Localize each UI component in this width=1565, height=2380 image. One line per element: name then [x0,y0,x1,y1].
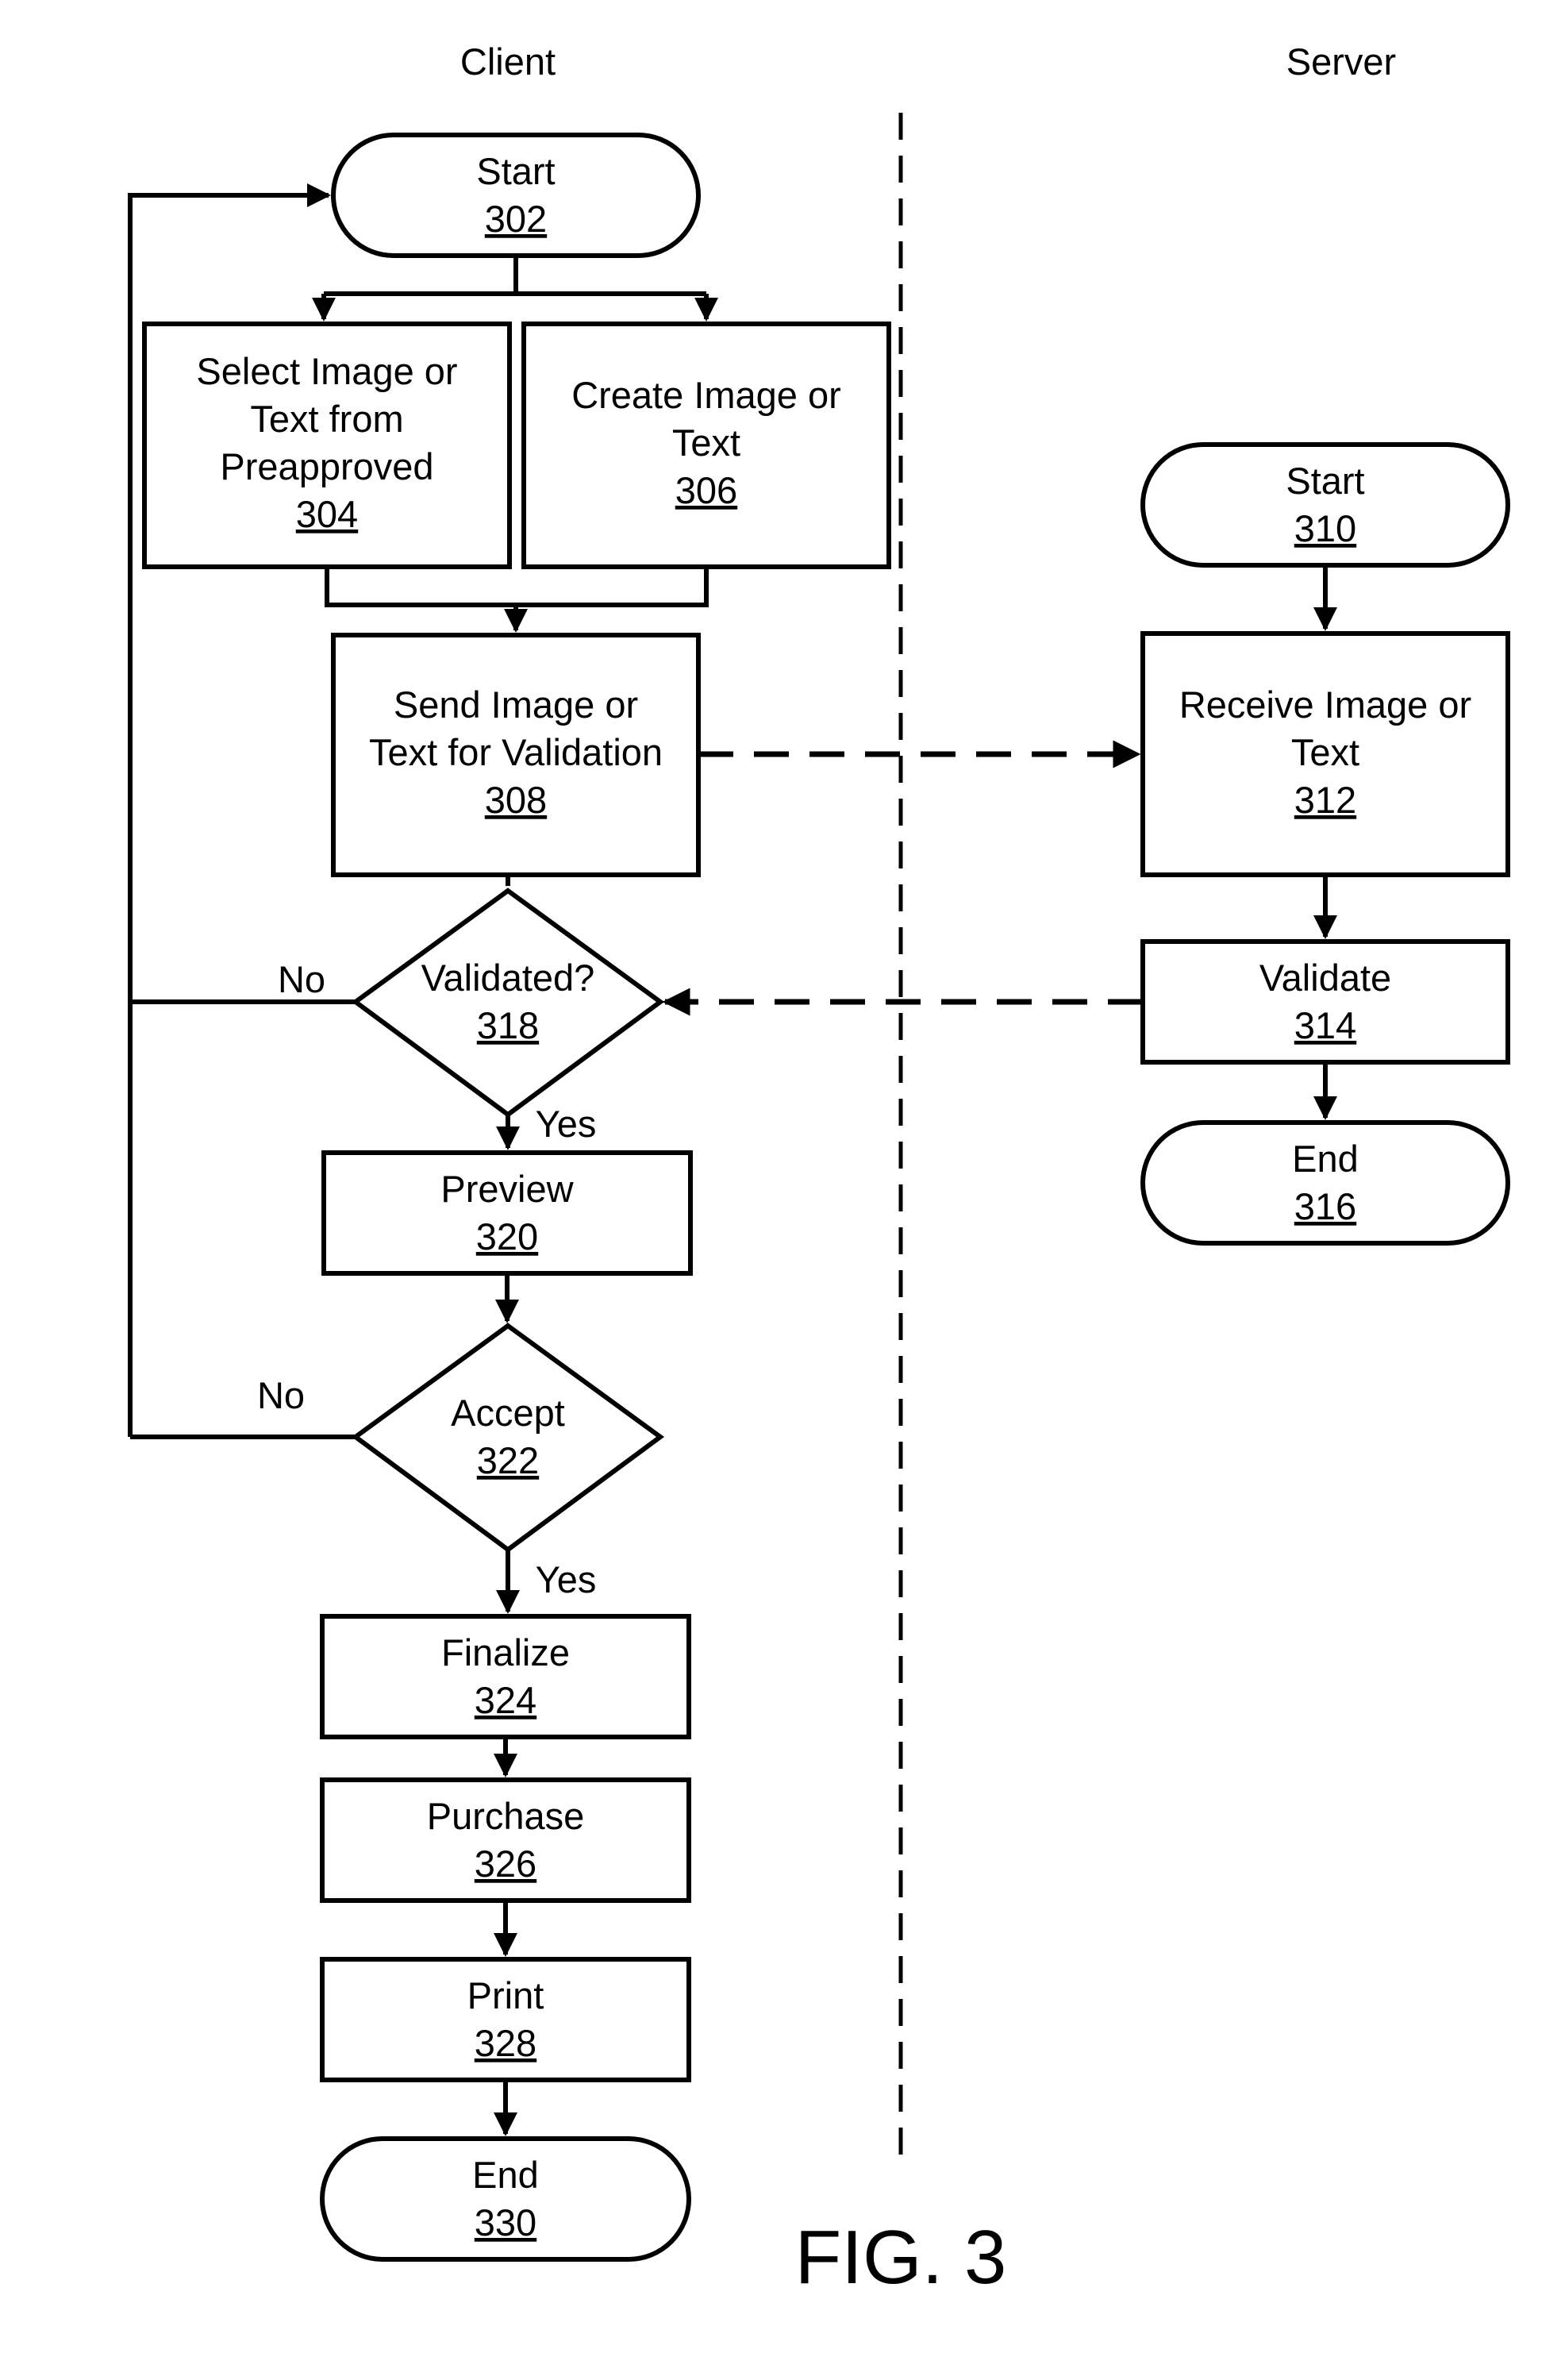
receive-312-line-1: Receive Image or [1179,684,1471,726]
preview-320-label: Preview [440,1168,574,1210]
end-316-label: End [1292,1138,1359,1180]
end-330-number: 330 [475,2201,536,2243]
start-302-terminal: Start 302 [331,133,701,258]
end-330-label: End [472,2154,539,2196]
figure-label: FIG. 3 [795,2215,1007,2300]
edge-label-322-yes: Yes [536,1558,597,1600]
start-310-terminal: Start 310 [1140,442,1510,568]
preview-320-number: 320 [476,1215,538,1257]
receive-312-box: Receive Image or Text 312 [1140,631,1510,877]
validate-314-box: Validate 314 [1140,939,1510,1065]
start-302-label: Start [476,150,555,192]
validate-314-label: Validate [1259,957,1391,999]
purchase-326-box: Purchase 326 [320,1777,691,1903]
create-306-line-1: Create Image or [571,374,841,416]
print-328-label: Print [467,1974,544,2016]
send-308-line-2: Text for Validation [369,731,663,773]
message-connectors [662,740,1143,1016]
edge-label-318-no: No [278,958,325,1000]
send-308-line-1: Send Image or [394,684,638,726]
finalize-324-label: Finalize [441,1631,570,1673]
edge-label-318-yes: Yes [536,1103,597,1145]
accept-322-number: 322 [477,1439,539,1481]
create-306-line-2: Text [672,422,740,464]
finalize-324-number: 324 [475,1679,536,1721]
edge-label-322-no: No [257,1374,305,1416]
send-308-box: Send Image or Text for Validation 308 [331,633,701,877]
create-306-number: 306 [675,469,737,511]
purchase-326-number: 326 [475,1843,536,1885]
end-316-number: 316 [1294,1185,1356,1227]
edge-loop-to-302 [128,183,331,1437]
select-304-box: Select Image or Text from Preapproved 30… [142,322,512,569]
validated-318-decision: Validated? 318 [351,888,665,1118]
validate-314-number: 314 [1294,1004,1356,1046]
end-316-terminal: End 316 [1140,1120,1510,1246]
select-304-line-2: Text from [250,398,403,440]
client-lane-title: Client [460,40,556,83]
validated-318-label: Validated? [421,957,595,999]
select-304-line-1: Select Image or [196,350,457,392]
select-304-line-3: Preapproved [220,445,433,487]
start-302-number: 302 [485,198,547,240]
create-306-box: Create Image or Text 306 [521,322,891,569]
accept-322-decision: Accept 322 [351,1323,665,1553]
start-310-number: 310 [1294,507,1356,549]
print-328-number: 328 [475,2022,536,2064]
server-lane-title: Server [1286,40,1396,83]
start-310-label: Start [1286,460,1364,502]
finalize-324-box: Finalize 324 [320,1614,691,1739]
edge-merge-bar [325,567,709,607]
connectors [128,183,1337,2136]
send-308-number: 308 [485,779,547,821]
accept-322-label: Accept [451,1392,565,1434]
end-330-terminal: End 330 [320,2136,691,2262]
receive-312-line-2: Text [1291,731,1359,773]
preview-320-box: Preview 320 [321,1150,693,1276]
select-304-number: 304 [296,493,358,535]
validated-318-number: 318 [477,1004,539,1046]
print-328-box: Print 328 [320,1957,691,2082]
receive-312-number: 312 [1294,779,1356,821]
purchase-326-label: Purchase [427,1795,585,1837]
